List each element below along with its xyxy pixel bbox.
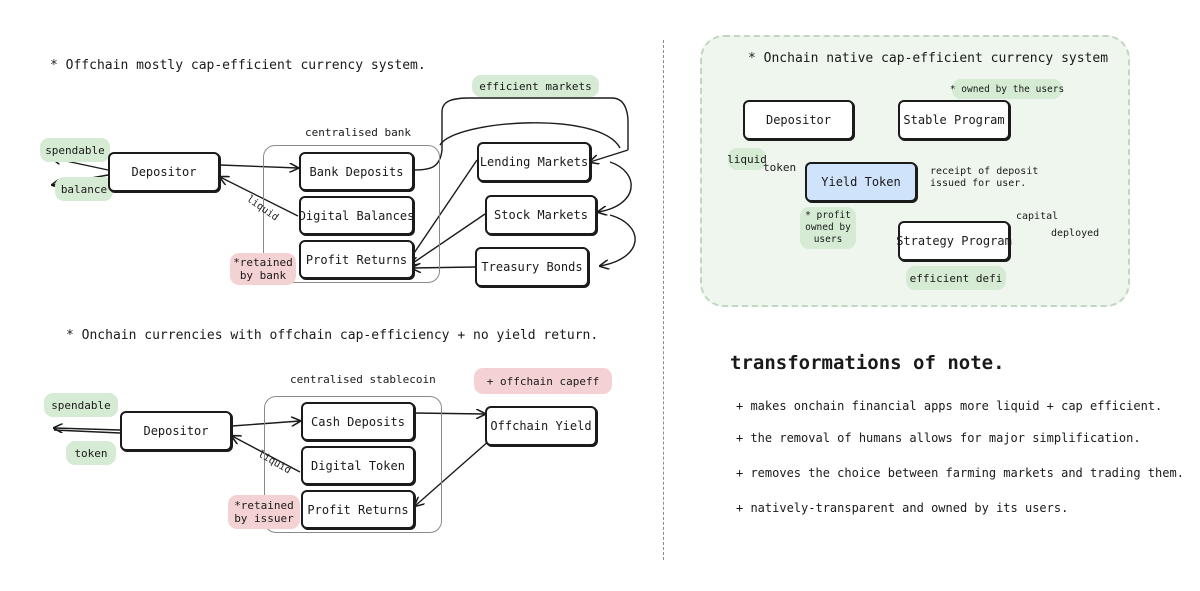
deployed-label: deployed (1051, 228, 1100, 239)
efficient-markets-tag: efficient markets (472, 75, 599, 97)
token-label: token (763, 161, 797, 174)
centralised-stablecoin-label: centralised stablecoin (290, 373, 436, 386)
token-tag: token (66, 441, 116, 465)
section-divider (663, 40, 664, 560)
strategy-program-box[interactable]: Strategy Program (896, 221, 1012, 261)
centralised-bank-label: centralised bank (305, 126, 411, 139)
centralised-bank-group (263, 145, 440, 283)
depositor-box[interactable]: Depositor (108, 152, 220, 192)
retained-by-issuer-tag: *retained by issuer (228, 495, 300, 529)
diagram2-heading: * Onchain currencies with offchain cap-e… (66, 328, 599, 343)
profit-owned-tag: * profit owned by users (800, 207, 856, 249)
offchain-capeff-tag: + offchain capeff (474, 368, 612, 394)
profit-returns-box[interactable]: Profit Returns (299, 240, 414, 279)
treasury-bonds-box[interactable]: Treasury Bonds (475, 247, 589, 287)
liquid-tag: liquid (727, 148, 767, 170)
depositor-box-2[interactable]: Depositor (120, 411, 232, 451)
note-item: + the removal of humans allows for major… (736, 431, 1141, 445)
receipt-label: receipt of deposit issued for user. (930, 166, 1039, 189)
note-item: + natively-transparent and owned by its … (736, 501, 1069, 515)
yield-token-box[interactable]: Yield Token (805, 162, 917, 202)
digital-token-box[interactable]: Digital Token (301, 446, 415, 485)
centralised-stablecoin-group (264, 396, 442, 533)
spendable-tag-2: spendable (44, 393, 118, 417)
owned-by-users-tag: * owned by the users (950, 79, 1064, 99)
diagram1-heading: * Offchain mostly cap-efficient currency… (50, 58, 426, 73)
notes-title: transformations of note. (730, 352, 1005, 374)
spendable-tag: spendable (40, 138, 110, 162)
balance-tag: balance (55, 177, 113, 201)
stock-markets-box[interactable]: Stock Markets (485, 195, 597, 235)
diagram3-heading: * Onchain native cap-efficient currency … (748, 51, 1109, 66)
depositor-box-3[interactable]: Depositor (743, 100, 854, 140)
stable-program-box[interactable]: Stable Program (898, 100, 1010, 140)
retained-by-bank-tag: *retained by bank (230, 253, 296, 285)
efficient-defi-tag: efficient defi (906, 266, 1006, 290)
cash-deposits-box[interactable]: Cash Deposits (301, 402, 415, 441)
digital-balances-box[interactable]: Digital Balances (299, 196, 414, 235)
profit-returns-box-2[interactable]: Profit Returns (301, 490, 415, 529)
note-item: + removes the choice between farming mar… (736, 466, 1184, 480)
offchain-yield-box[interactable]: Offchain Yield (485, 406, 597, 446)
bank-deposits-box[interactable]: Bank Deposits (299, 152, 414, 191)
lending-markets-box[interactable]: Lending Markets (477, 142, 591, 182)
note-item: + makes onchain financial apps more liqu… (736, 399, 1163, 413)
capital-label: capital (1016, 211, 1059, 222)
